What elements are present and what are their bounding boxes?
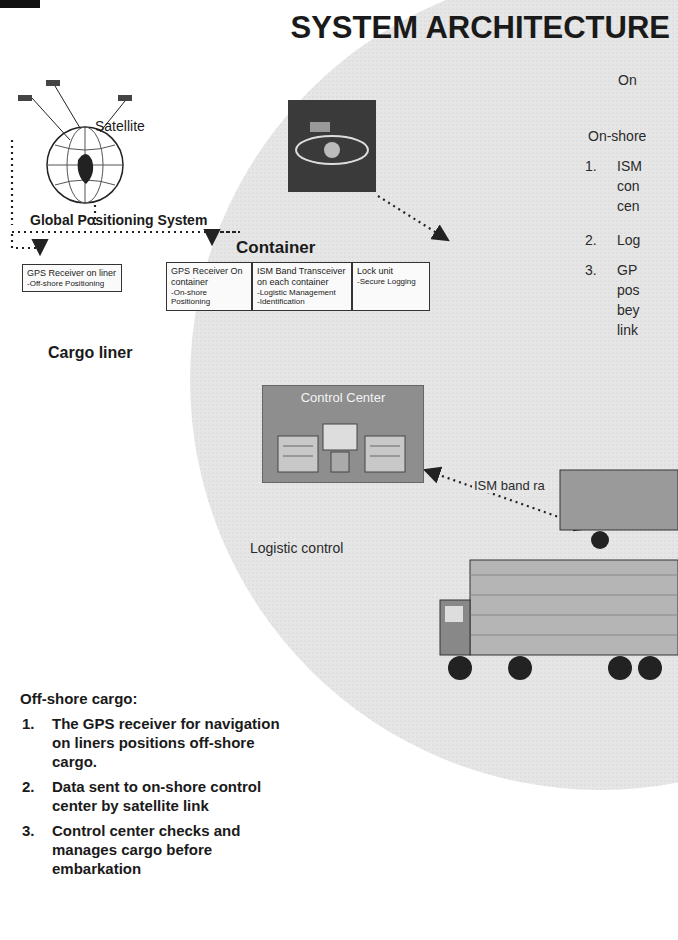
list-number: 3. — [22, 821, 35, 840]
list-item: Data sent to on-shore control center by … — [52, 777, 292, 815]
list-number: 1. — [22, 714, 35, 733]
truck-illustration — [440, 470, 678, 680]
slide-title: SYSTEM ARCHITECTURE — [291, 10, 670, 46]
cargo-liner-band: Cargo liner GPS Receiver on liner-Off-sho… — [20, 262, 432, 370]
lock-unit-box: Lock unit-Secure Logging — [352, 262, 430, 311]
list-fragment: GP — [617, 262, 637, 278]
list-heading: Off-shore cargo: — [20, 690, 138, 707]
list-number: 2. — [22, 777, 35, 796]
node-text: Control Center — [263, 386, 423, 405]
list-fragment: link — [617, 322, 638, 338]
node-text: -On-shore Positioning — [171, 288, 247, 307]
list-fragment: pos — [617, 282, 640, 298]
computer-illustration — [273, 416, 413, 476]
gps-receiver-box: GPS Receiver On container-On-shore Posit… — [166, 262, 252, 311]
dotted-link — [12, 140, 590, 528]
node-text: -Secure Logging — [357, 277, 425, 287]
onshore-region — [190, 0, 678, 790]
gps-globe — [18, 80, 132, 203]
node-text: -Logistic Management — [257, 288, 347, 298]
list-number: 2. — [585, 232, 597, 248]
area-label: Logistic control — [250, 540, 343, 556]
node-text: ISM Band Transceiver on each container — [257, 266, 347, 288]
node-text: Container — [236, 238, 315, 258]
node-text: Lock unit — [357, 266, 425, 277]
list-heading: On-shore — [588, 128, 646, 144]
list-fragment: ISM — [617, 158, 642, 174]
caption-label: Global Positioning System — [30, 212, 207, 228]
list-item: Control center checks and manages cargo … — [52, 821, 292, 878]
corner-bar — [0, 0, 40, 8]
caption-label: Satellite — [95, 118, 145, 134]
gps-receiver-box: GPS Receiver on liner-Off-shore Position… — [22, 264, 122, 292]
satellite-photo — [288, 100, 376, 192]
link-label: ISM band ra — [472, 478, 547, 493]
control-center-box: Control Center — [262, 385, 424, 483]
node-text: Cargo liner — [48, 344, 132, 362]
list-number: 1. — [585, 158, 597, 174]
node-text: GPS Receiver On container — [171, 266, 247, 288]
list-fragment: Log — [617, 232, 640, 248]
container-group: ContainerGPS Receiver On container-On-sh… — [166, 238, 430, 311]
list-item: The GPS receiver for navigation on liner… — [52, 714, 292, 771]
transceiver-box: ISM Band Transceiver on each container-L… — [252, 262, 352, 311]
list-fragment: con — [617, 178, 640, 194]
node-text: GPS Receiver on liner — [27, 268, 117, 279]
node-text: -Identification — [257, 297, 347, 307]
list-fragment: On — [618, 72, 637, 88]
node-text: -Off-shore Positioning — [27, 279, 117, 289]
list-number: 3. — [585, 262, 597, 278]
list-fragment: cen — [617, 198, 640, 214]
list-fragment: bey — [617, 302, 640, 318]
